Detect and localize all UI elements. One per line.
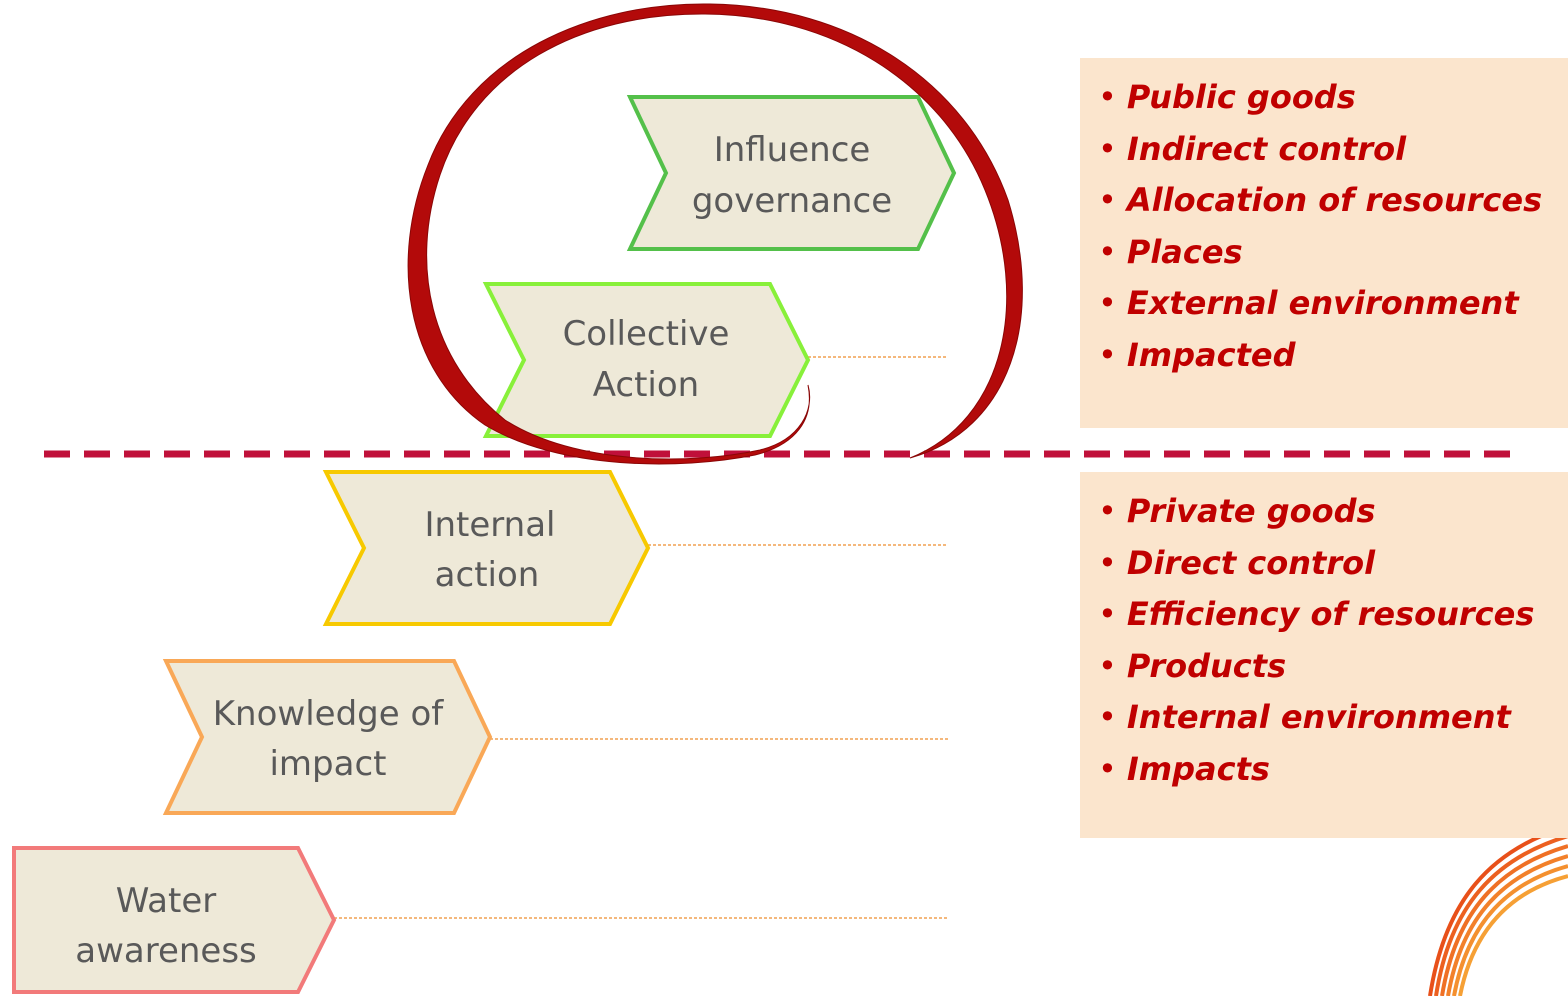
list-item: •Public goods (1098, 78, 1356, 116)
public-list: •Public goods •Indirect control •Allocat… (1098, 72, 1568, 381)
list-item: •Impacted (1098, 335, 1296, 374)
step-label-line1: Influence (714, 130, 871, 170)
logo-swoosh (1428, 824, 1568, 996)
step-label-line2: Action (593, 365, 699, 405)
step-shape (162, 659, 493, 815)
step-influence-governance: Influence governance (626, 95, 957, 251)
private-list: •Private goods •Direct control •Efficien… (1098, 486, 1568, 795)
step-label-line2: impact (269, 744, 386, 784)
private-goods-panel: •Private goods •Direct control •Efficien… (1080, 472, 1568, 838)
list-item: •Efficiency of resources (1098, 595, 1535, 633)
list-item: •Products (1098, 646, 1287, 685)
step-shape (482, 282, 811, 438)
list-item: •Internal environment (1098, 698, 1511, 736)
list-item: •Direct control (1098, 543, 1376, 582)
list-item: •Indirect control (1098, 129, 1407, 168)
list-item: •Places (1098, 232, 1243, 271)
step-shape (12, 846, 337, 994)
step-label-line1: Knowledge of (213, 694, 445, 734)
step-collective-action: Collective Action (482, 282, 811, 438)
step-shape (322, 470, 651, 626)
public-goods-panel: •Public goods •Indirect control •Allocat… (1080, 58, 1568, 428)
step-label-line2: action (435, 555, 540, 595)
step-label-line2: awareness (75, 931, 257, 971)
list-item: •Allocation of resources (1098, 181, 1543, 219)
list-item: •Private goods (1098, 492, 1376, 530)
step-label-line1: Collective (563, 314, 730, 354)
list-item: •External environment (1098, 284, 1519, 322)
step-shape (626, 95, 957, 251)
step-label-line2: governance (692, 181, 892, 221)
step-label-line1: Water (116, 881, 217, 921)
step-internal-action: Internal action (322, 470, 651, 626)
step-knowledge-of-impact: Knowledge of impact (162, 659, 493, 815)
emphasis-circle (407, 3, 1023, 465)
list-item: •Impacts (1098, 749, 1270, 788)
step-water-awareness: Water awareness (12, 846, 337, 994)
step-label-line1: Internal (424, 505, 555, 545)
